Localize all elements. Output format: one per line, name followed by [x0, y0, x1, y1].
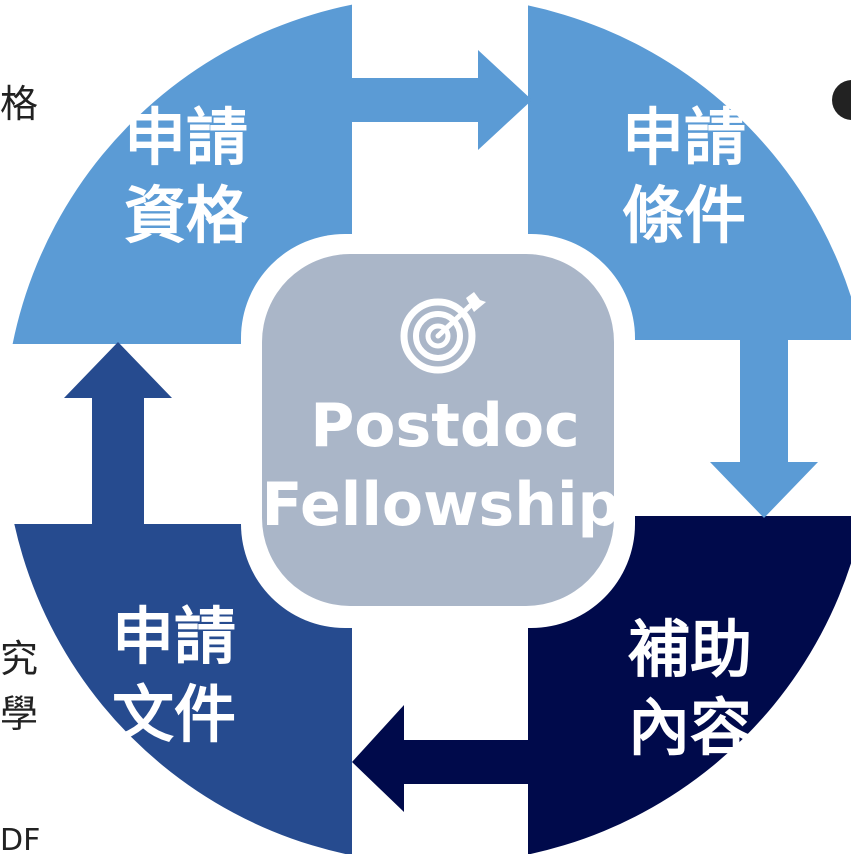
quadrant-top-left-label-line-2: 資格: [124, 179, 249, 252]
quadrant-top-left: [12, 4, 352, 344]
center-title-line-2: Fellowship: [262, 470, 621, 540]
quadrant-bottom-right-label-line-1: 補助: [628, 613, 752, 686]
quadrant-top-right-label-line-1: 申請: [622, 101, 746, 174]
quadrant-bottom-right-label-line-2: 內容: [628, 691, 752, 764]
background-fragment-left-top: 格: [0, 82, 39, 126]
arrow-bottom-left: [352, 705, 532, 812]
background-fragment-left-mid-2: 學: [0, 692, 39, 736]
quadrant-bottom-left-label-line-2: 文件: [112, 678, 236, 751]
background-fragment-left-bottom: DF: [0, 823, 41, 858]
center-box: [262, 254, 614, 606]
target-icon: [400, 292, 486, 374]
arrow-left-up: [64, 342, 172, 526]
quadrant-bottom-right: [528, 516, 851, 854]
background-bullet-dot: [832, 80, 851, 120]
quadrant-top-right-label-line-2: 條件: [622, 179, 746, 252]
background-fragment-left-mid-1: 究: [0, 637, 39, 681]
arrow-right-down: [710, 336, 818, 518]
quadrant-bottom-left-label-line-1: 申請: [112, 600, 236, 673]
quadrant-top-left-label-line-1: 申請: [124, 101, 248, 174]
arrow-top-right: [346, 50, 532, 150]
quadrant-top-right: [528, 5, 851, 340]
quadrant-bottom-left: [14, 524, 352, 854]
center-title-line-1: Postdoc: [310, 391, 579, 461]
